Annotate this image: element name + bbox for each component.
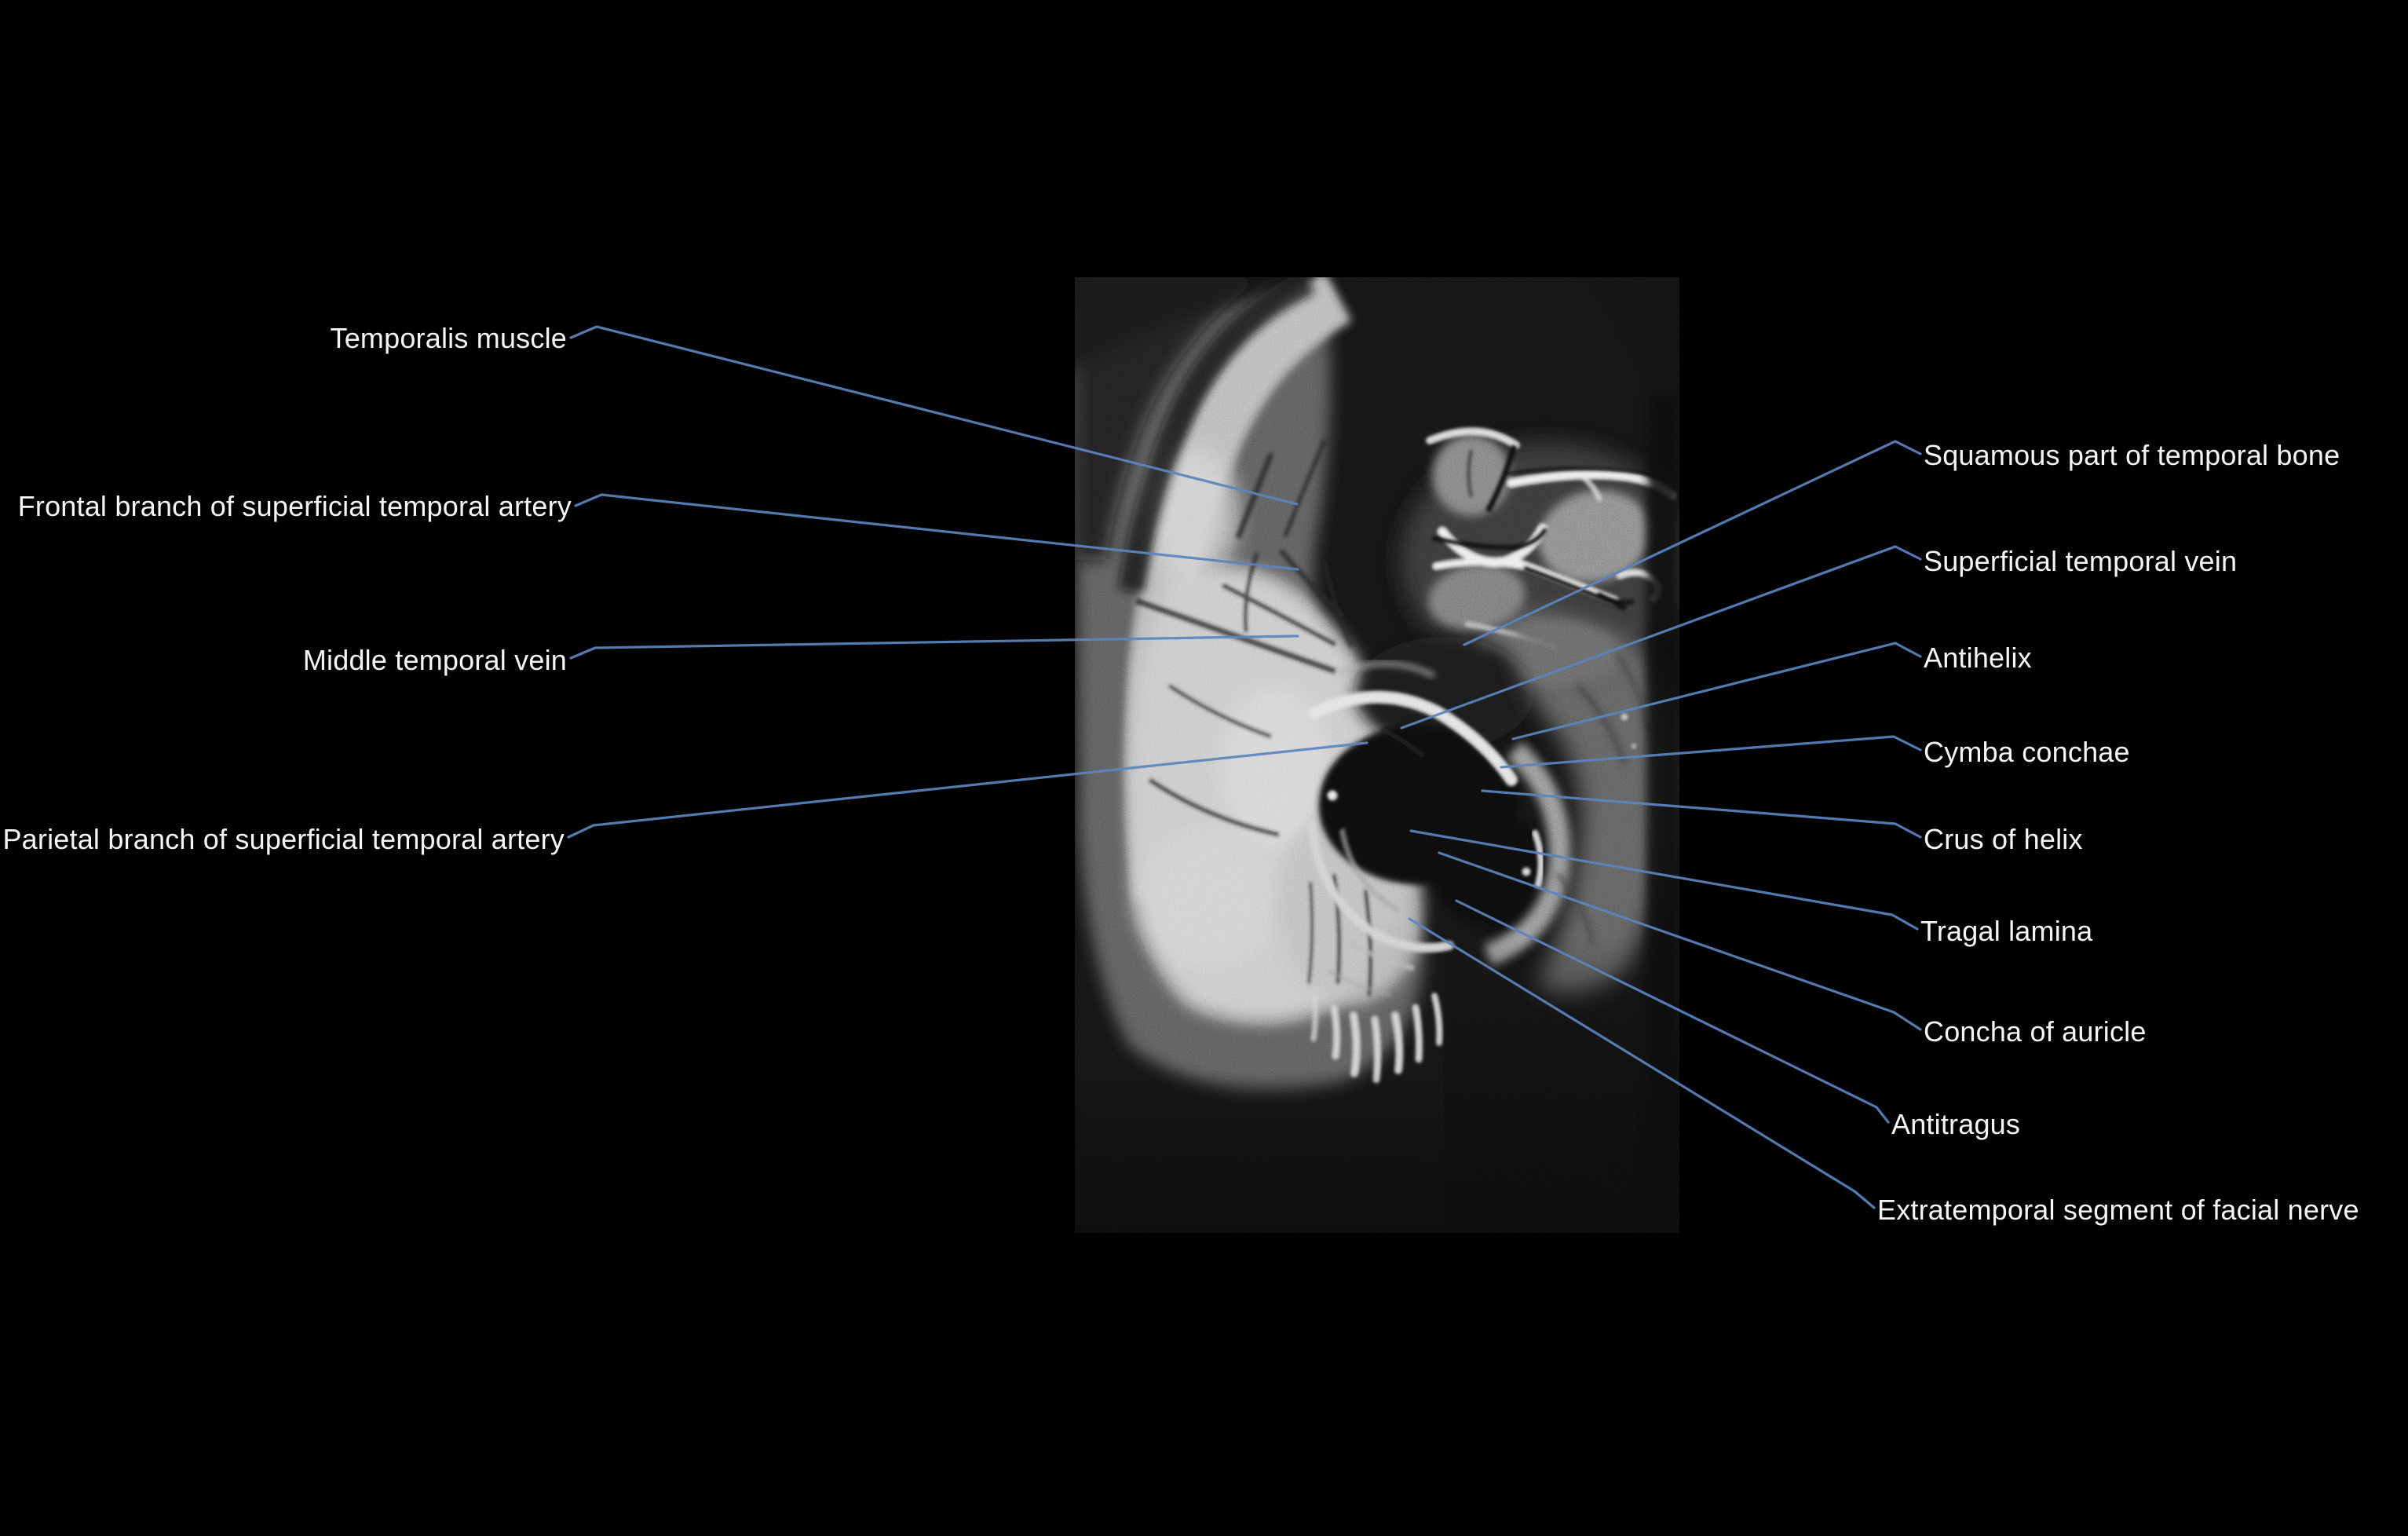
- label-middle-temporal-vein: Middle temporal vein: [302, 644, 567, 676]
- label-superficial-temporal-vein: Superficial temporal vein: [1924, 545, 2238, 577]
- mri-scan: [1075, 277, 1679, 1233]
- label-antihelix: Antihelix: [1924, 642, 2032, 674]
- label-tragal-lamina: Tragal lamina: [1920, 915, 2093, 947]
- label-squamous-temporal-bone: Squamous part of temporal bone: [1924, 439, 2340, 471]
- label-temporalis-muscle: Temporalis muscle: [330, 322, 567, 354]
- label-extratemporal-facial-nerve: Extratemporal segment of facial nerve: [1877, 1194, 2359, 1226]
- label-concha-of-auricle: Concha of auricle: [1924, 1015, 2147, 1048]
- label-frontal-branch: Frontal branch of superficial temporal a…: [17, 490, 572, 522]
- label-crus-of-helix: Crus of helix: [1924, 823, 2083, 855]
- mri-art: [1075, 277, 1679, 1233]
- label-cymba-conchae: Cymba conchae: [1924, 736, 2130, 768]
- label-parietal-branch: Parietal branch of superficial temporal …: [2, 823, 565, 855]
- label-antitragus: Antitragus: [1891, 1108, 2021, 1140]
